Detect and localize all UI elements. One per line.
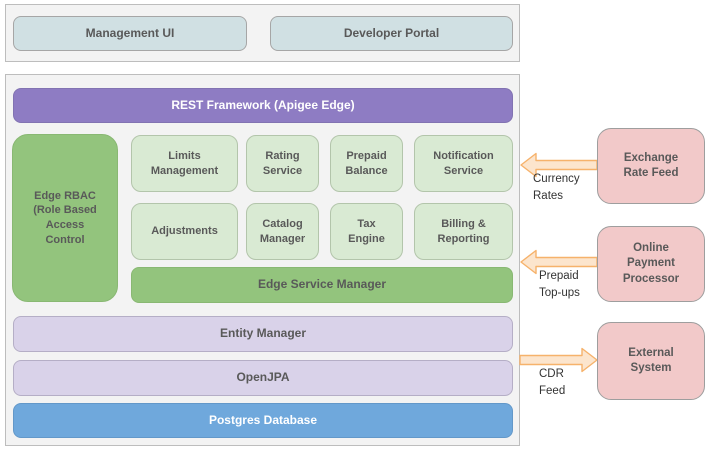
entity-manager-bar: Entity Manager	[13, 316, 513, 352]
postgres-database-label: Postgres Database	[208, 412, 318, 427]
adjustments-label: Adjustments	[151, 225, 218, 238]
exchange-rate-feed-box: Exchange Rate Feed	[597, 128, 705, 204]
external-system-label: External System	[628, 346, 674, 374]
cdr-feed-arrow-icon	[519, 347, 598, 373]
prepaid-topups-flow-label: Prepaid Top-ups	[539, 270, 580, 299]
edge-rbac-label: Edge RBAC (Role Based Access Control	[33, 189, 97, 246]
developer-portal-box: Developer Portal	[270, 16, 513, 51]
notification-service-box: Notification Service	[414, 135, 513, 192]
adjustments-box: Adjustments	[131, 203, 238, 260]
tax-engine-box: Tax Engine	[330, 203, 403, 260]
cdr-feed-flow-label: CDR Feed	[539, 368, 566, 397]
tax-engine-label: Tax Engine	[348, 217, 385, 245]
rating-service-label: Rating Service	[262, 149, 303, 177]
postgres-database-bar: Postgres Database	[13, 403, 513, 438]
billing-reporting-label: Billing & Reporting	[437, 217, 490, 245]
developer-portal-label: Developer Portal	[343, 25, 440, 40]
rest-framework-bar: REST Framework (Apigee Edge)	[13, 88, 513, 123]
edge-service-manager-label: Edge Service Manager	[257, 277, 387, 292]
currency-rates-flow-label: Currency Rates	[533, 173, 580, 202]
rest-framework-label: REST Framework (Apigee Edge)	[171, 97, 355, 112]
openjpa-label: OpenJPA	[236, 370, 290, 385]
billing-reporting-box: Billing & Reporting	[414, 203, 513, 260]
online-payment-processor-box: Online Payment Processor	[597, 226, 705, 302]
exchange-rate-feed-label: Exchange Rate Feed	[623, 151, 679, 179]
management-ui-label: Management UI	[85, 25, 175, 40]
limits-management-label: Limits Management	[150, 149, 219, 177]
notification-service-label: Notification Service	[433, 149, 494, 177]
entity-manager-label: Entity Manager	[219, 326, 306, 341]
prepaid-balance-box: Prepaid Balance	[330, 135, 403, 192]
catalog-manager-label: Catalog Manager	[259, 217, 306, 245]
external-system-box: External System	[597, 322, 705, 400]
edge-rbac-box: Edge RBAC (Role Based Access Control	[12, 134, 118, 302]
limits-management-box: Limits Management	[131, 135, 238, 192]
catalog-manager-box: Catalog Manager	[246, 203, 319, 260]
edge-service-manager-bar: Edge Service Manager	[131, 267, 513, 303]
prepaid-balance-label: Prepaid Balance	[345, 149, 388, 177]
management-ui-box: Management UI	[13, 16, 247, 51]
openjpa-bar: OpenJPA	[13, 360, 513, 396]
rating-service-box: Rating Service	[246, 135, 319, 192]
online-payment-processor-label: Online Payment Processor	[622, 242, 680, 285]
